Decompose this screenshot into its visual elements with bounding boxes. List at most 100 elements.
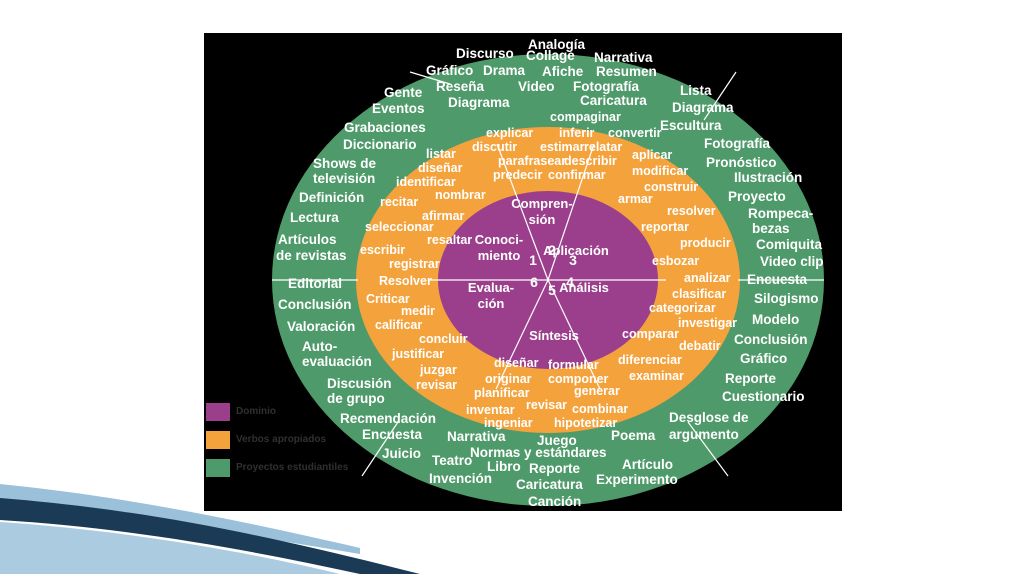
project-label: Caricatura bbox=[516, 477, 583, 492]
verb-label: justificar bbox=[391, 347, 444, 361]
verb-label: calificar bbox=[375, 318, 422, 332]
project-label: Caricatura bbox=[580, 93, 647, 108]
verb-label: explicar bbox=[486, 126, 533, 140]
legend-label-verbs: Verbos apropiados bbox=[236, 434, 327, 445]
project-label: Analogía bbox=[528, 37, 585, 52]
project-label: Narrativa bbox=[594, 50, 653, 65]
verb-label: resolver bbox=[667, 204, 716, 218]
project-label: Conclusión bbox=[734, 332, 808, 347]
project-label: Poema bbox=[611, 428, 656, 443]
verb-label: planificar bbox=[474, 386, 530, 400]
domain-divider bbox=[547, 143, 595, 281]
verb-label: recitar bbox=[380, 195, 418, 209]
project-label: Comiquita bbox=[756, 237, 822, 252]
legend-item-projects: Proyectos estudiantiles bbox=[204, 459, 404, 479]
outer-divider bbox=[409, 71, 451, 85]
project-label: Juego bbox=[537, 433, 577, 448]
verb-label: revisar bbox=[526, 398, 567, 412]
verb-label: construir bbox=[644, 180, 698, 194]
verb-label: componer bbox=[548, 372, 609, 386]
project-label: Rompeca- bbox=[748, 206, 813, 221]
outer-divider bbox=[361, 421, 399, 477]
project-label: Diccionario bbox=[343, 137, 417, 152]
project-label: Discusión bbox=[327, 376, 392, 391]
verb-label: compaginar bbox=[550, 110, 621, 124]
project-label: Artículos bbox=[278, 232, 337, 247]
project-label: Libro bbox=[487, 459, 521, 474]
verb-label: hipotetizar bbox=[554, 416, 617, 430]
verb-label: resaltar bbox=[427, 233, 472, 247]
domain-label: Análisis bbox=[559, 280, 609, 295]
verb-label: combinar bbox=[572, 402, 628, 416]
legend-swatch-domain bbox=[206, 403, 230, 421]
domain-number: 1 bbox=[529, 252, 537, 268]
domain-labels: Compren-sión2Aplicación3Análisis4Síntesi… bbox=[468, 196, 609, 343]
project-label: Shows de bbox=[313, 156, 377, 171]
project-label: Grabaciones bbox=[344, 120, 426, 135]
verb-label: diseñar bbox=[418, 161, 463, 175]
verb-label: concluir bbox=[419, 332, 468, 346]
project-label: Video bbox=[518, 79, 555, 94]
domain-divider bbox=[495, 279, 549, 390]
domain-number: 6 bbox=[530, 274, 538, 290]
project-label: Encuesta bbox=[747, 272, 808, 287]
project-label: Eventos bbox=[372, 101, 425, 116]
project-label: Gráfico bbox=[426, 63, 473, 78]
project-label: Fotografía bbox=[573, 79, 639, 94]
legend-label-projects: Proyectos estudiantiles bbox=[236, 462, 349, 473]
verb-label: listar bbox=[426, 147, 456, 161]
project-label: Fotografía bbox=[704, 136, 770, 151]
project-label: Narrativa bbox=[447, 429, 506, 444]
verb-label: aplicar bbox=[632, 148, 672, 162]
domain-label: Compren- bbox=[511, 196, 572, 211]
project-label: Gente bbox=[384, 85, 423, 100]
verb-label: identificar bbox=[396, 175, 456, 189]
project-label: Desglose de bbox=[669, 410, 749, 425]
verb-label: analizar bbox=[684, 271, 731, 285]
project-label: Encuesta bbox=[362, 427, 423, 442]
project-label: Discurso bbox=[456, 46, 514, 61]
legend-label-domain: Dominio bbox=[236, 406, 276, 417]
project-label: Teatro bbox=[432, 453, 472, 468]
legend-item-verbs: Verbos apropiados bbox=[204, 431, 404, 451]
project-label: Video clip bbox=[760, 254, 824, 269]
verb-label: esbozar bbox=[652, 254, 699, 268]
outer-divider bbox=[703, 71, 737, 121]
verb-label: ingeniar bbox=[484, 416, 533, 430]
domain-label: ción bbox=[478, 296, 505, 311]
domain-label: sión bbox=[529, 212, 556, 227]
verb-label: modificar bbox=[632, 164, 688, 178]
domain-number: 2 bbox=[548, 242, 556, 258]
project-label: Pronóstico bbox=[706, 155, 777, 170]
project-label: evaluación bbox=[302, 354, 372, 369]
project-label: Collage bbox=[526, 48, 575, 63]
project-label: Reporte bbox=[529, 461, 580, 476]
project-label: Definición bbox=[299, 190, 364, 205]
verb-label: registrar bbox=[389, 257, 440, 271]
domain-label: Aplicación bbox=[543, 243, 609, 258]
project-label: Afiche bbox=[542, 64, 584, 79]
ribbon-light-band bbox=[0, 484, 360, 554]
verb-label: medir bbox=[401, 304, 435, 318]
project-label: Proyecto bbox=[728, 189, 786, 204]
project-label: Artículo bbox=[622, 457, 673, 472]
project-label: Cuestionario bbox=[722, 389, 805, 404]
verb-label: Criticar bbox=[366, 292, 410, 306]
project-label: Silogismo bbox=[754, 291, 819, 306]
project-label: Drama bbox=[483, 63, 526, 78]
project-label: Juicio bbox=[382, 446, 421, 461]
verb-label: examinar bbox=[629, 369, 684, 383]
project-label: de revistas bbox=[276, 248, 347, 263]
project-label: Editorial bbox=[288, 276, 342, 291]
project-label: Diagrama bbox=[448, 95, 510, 110]
verb-label: predecir bbox=[493, 168, 542, 182]
verb-label: seleccionar bbox=[365, 220, 434, 234]
verb-label: originar bbox=[485, 372, 532, 386]
project-label: Experimento bbox=[596, 472, 678, 487]
verb-label: discutir bbox=[472, 140, 517, 154]
verb-label: estimar bbox=[540, 140, 585, 154]
